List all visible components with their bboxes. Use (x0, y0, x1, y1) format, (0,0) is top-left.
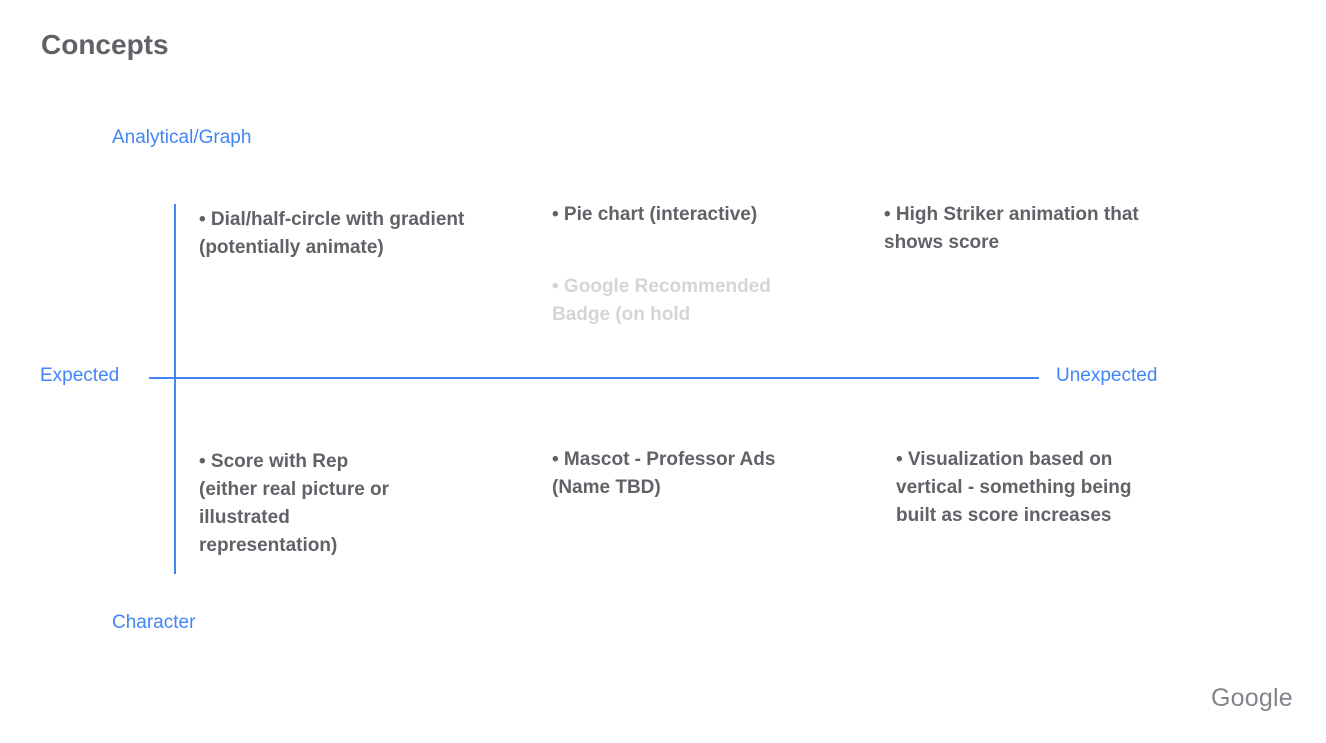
axis-label-left: Expected (40, 365, 120, 386)
concept-high-striker: • High Striker animation that shows scor… (884, 204, 1139, 253)
vertical-axis-line (174, 204, 176, 574)
concept-pie-chart: • Pie chart (interactive) (552, 204, 758, 225)
slide-title: Concepts (41, 29, 169, 60)
concept-mascot: • Mascot - Professor Ads (Name TBD) (552, 449, 776, 498)
concept-recommended-badge: • Google Recommended Badge (on hold (552, 276, 771, 325)
concept-vertical-visualization: • Visualization based on vertical - some… (896, 449, 1132, 526)
axis-label-right: Unexpected (1056, 365, 1158, 386)
axis-label-bottom: Character (112, 612, 196, 633)
concept-dial-half-circle: • Dial/half-circle with gradient (potent… (199, 209, 465, 258)
google-logo: Google (1211, 684, 1293, 712)
horizontal-axis-line (149, 377, 1039, 379)
concept-score-with-rep: • Score with Rep (either real picture or… (199, 451, 390, 556)
axis-label-top: Analytical/Graph (112, 127, 252, 148)
